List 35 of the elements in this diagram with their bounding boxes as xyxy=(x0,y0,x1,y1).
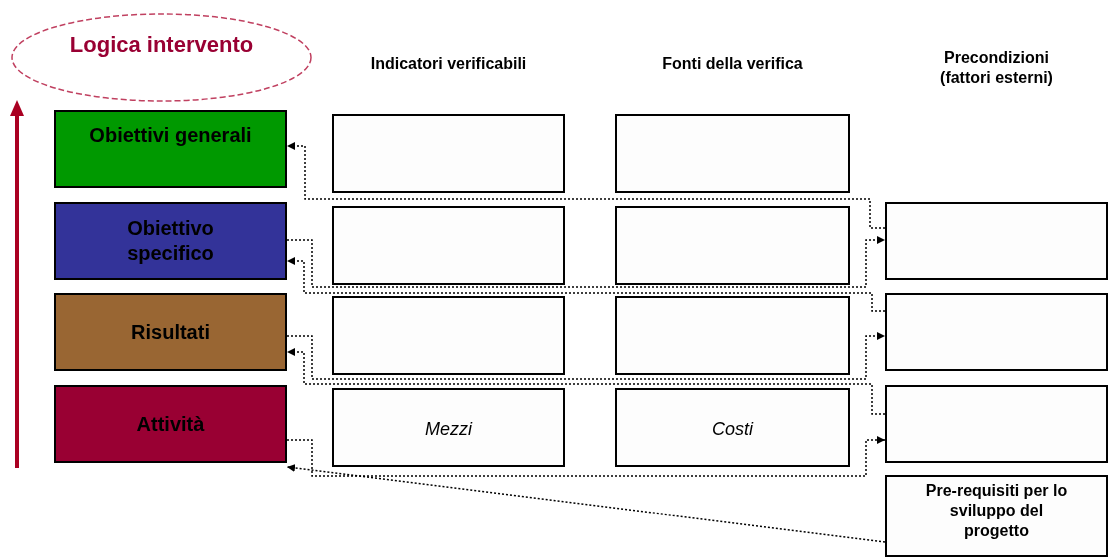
objective-box xyxy=(54,202,287,280)
box-label: Risultati xyxy=(131,320,210,345)
box-label: Costi xyxy=(712,420,753,438)
column-header: Fonti della verifica xyxy=(661,54,804,74)
prerequisite-box xyxy=(885,475,1108,557)
matrix-box xyxy=(615,388,850,467)
empty-box xyxy=(332,114,565,193)
arrow xyxy=(286,348,886,415)
activity-box xyxy=(54,385,287,463)
column-header: Precondizioni (fattori esterni) xyxy=(939,48,1054,88)
arrow xyxy=(286,236,886,288)
arrow xyxy=(286,332,886,380)
empty-box xyxy=(615,206,850,285)
box-label: Mezzi xyxy=(425,420,472,438)
arrow xyxy=(286,464,886,543)
column-header: Indicatori verificabili xyxy=(369,54,528,74)
box-label: Obiettivi generali xyxy=(89,123,252,148)
empty-box xyxy=(615,114,850,193)
arrow xyxy=(286,436,886,477)
arrow xyxy=(286,142,886,229)
box-label: Attività xyxy=(136,412,205,437)
box-label: Obiettivo specifico xyxy=(126,216,215,266)
results-box xyxy=(54,293,287,371)
empty-box xyxy=(332,206,565,285)
objective-box xyxy=(54,110,287,188)
arrow xyxy=(286,257,886,312)
empty-box xyxy=(615,296,850,375)
empty-box xyxy=(885,293,1108,371)
empty-box xyxy=(332,296,565,375)
dashed-ellipse xyxy=(10,12,313,103)
box-label: Pre-requisiti per lo sviluppo del progetto xyxy=(925,481,1068,541)
matrix-box xyxy=(332,388,565,467)
empty-box xyxy=(885,202,1108,280)
box-label: Logica intervento xyxy=(69,31,254,59)
empty-box xyxy=(885,385,1108,463)
